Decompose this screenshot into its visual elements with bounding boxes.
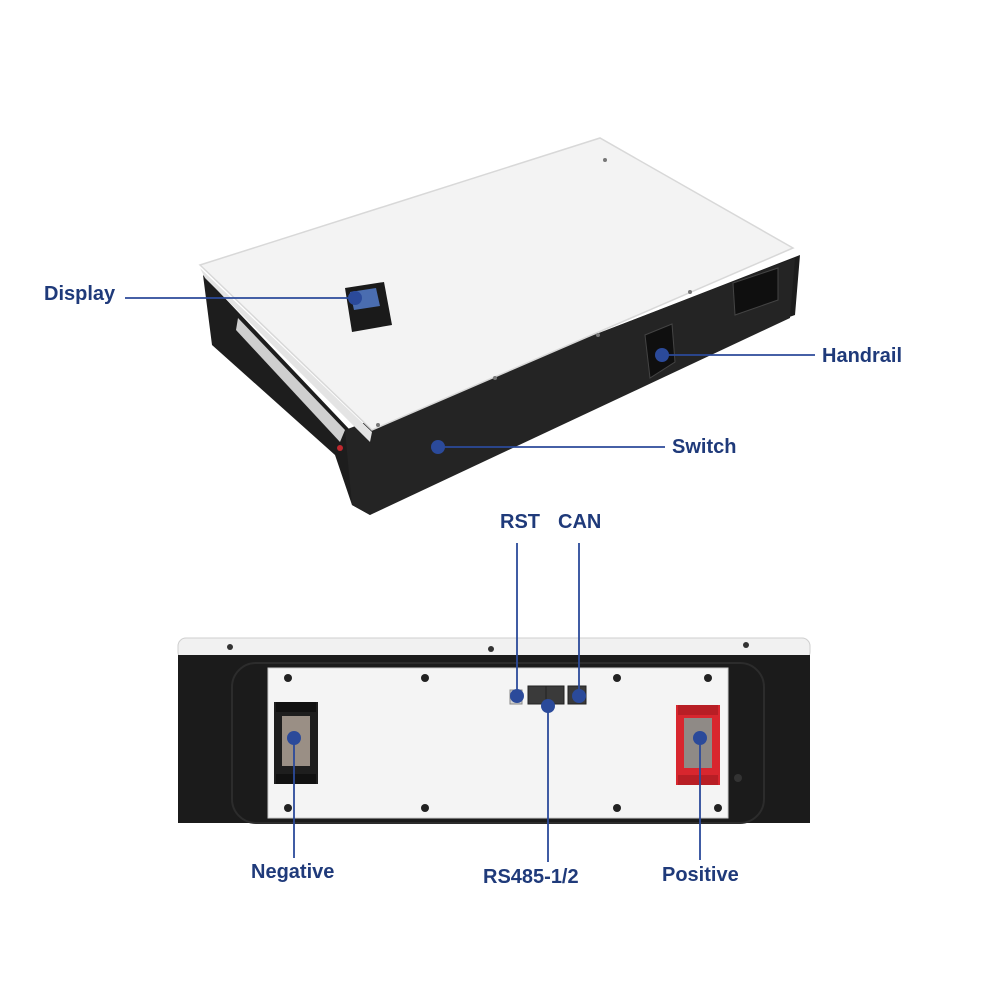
callout-dots: [287, 291, 707, 745]
switch-label: Switch: [672, 436, 737, 458]
rs485-dot: [541, 699, 555, 713]
rst-label: RST: [500, 511, 540, 533]
positive-terminal: [676, 705, 720, 785]
negative-label: Negative: [251, 861, 335, 883]
display-label: Display: [44, 283, 116, 305]
battery-top-face: [198, 137, 795, 431]
battery-edge-strip: [200, 268, 372, 442]
battery-top-view: [198, 137, 800, 515]
positive-label: Positive: [662, 864, 739, 886]
negative-terminal: [274, 702, 318, 784]
can-dot: [572, 689, 586, 703]
front-terminal-panel: [267, 667, 729, 819]
battery-front-view: [177, 637, 811, 824]
display-dot: [348, 291, 362, 305]
callout-leaders: [125, 297, 815, 862]
handrail-dot: [655, 348, 669, 362]
battery-front-face: [345, 258, 795, 515]
rs485-label: RS485-1/2: [483, 866, 579, 888]
battery-side-rail: [236, 318, 345, 442]
switch-dot: [431, 440, 445, 454]
can-label: CAN: [558, 511, 602, 533]
handrail-label: Handrail: [822, 345, 903, 367]
negative-dot: [287, 731, 301, 745]
positive-dot: [693, 731, 707, 745]
handrail-slot-side: [732, 267, 779, 316]
rst-dot: [510, 689, 524, 703]
